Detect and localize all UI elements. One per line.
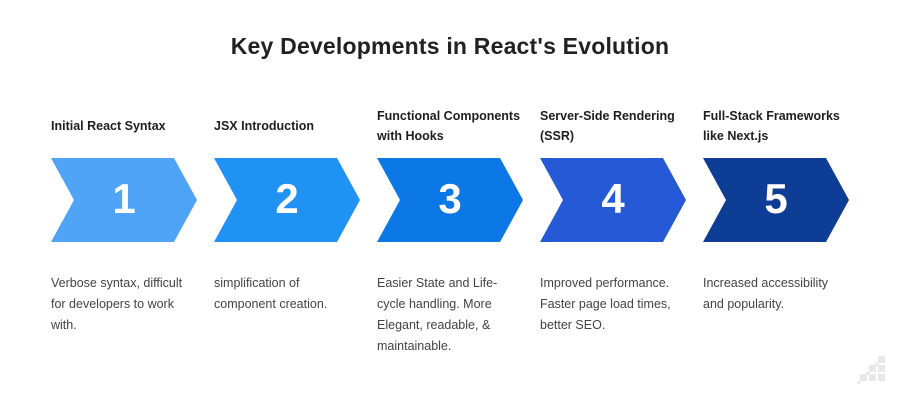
step-1-title: Initial React Syntax — [51, 119, 166, 133]
step-3-description: Easier State and Life- cycle handling. M… — [377, 276, 498, 353]
step-1-number: 1 — [112, 175, 136, 222]
step-2-chevron-arrow: 2 — [214, 158, 360, 242]
step-3-number: 3 — [438, 175, 462, 222]
step-5: Full-Stack Frameworks like Next.js 5 Inc… — [703, 100, 866, 357]
step-4-chevron-arrow: 4 — [540, 158, 686, 242]
step-4-number: 4 — [601, 175, 625, 222]
step-1: Initial React Syntax 1 Verbose syntax, d… — [51, 100, 214, 357]
steps-row: Initial React Syntax 1 Verbose syntax, d… — [51, 100, 866, 357]
pixel-stairs-logo — [857, 356, 885, 384]
step-2: JSX Introduction 2 simplification of com… — [214, 100, 377, 357]
step-4-description: Improved performance. Faster page load t… — [540, 276, 671, 332]
step-2-title: JSX Introduction — [214, 119, 314, 133]
step-5-chevron-arrow: 5 — [703, 158, 849, 242]
page-title: Key Developments in React's Evolution — [230, 33, 670, 59]
step-4: Server-Side Rendering (SSR) 4 Improved p… — [540, 100, 703, 357]
step-2-description: simplification of component creation. — [214, 276, 328, 311]
step-5-description: Increased accessibility and popularity. — [703, 276, 829, 311]
step-3-title: Functional Components with Hooks — [377, 109, 521, 143]
step-1-description: Verbose syntax, difficult for developers… — [51, 276, 183, 332]
step-3-chevron-arrow: 3 — [377, 158, 523, 242]
step-2-number: 2 — [275, 175, 299, 222]
step-4-title: Server-Side Rendering (SSR) — [540, 109, 675, 143]
step-3: Functional Components with Hooks 3 Easie… — [377, 100, 540, 357]
step-1-chevron-arrow: 1 — [51, 158, 197, 242]
step-5-title: Full-Stack Frameworks like Next.js — [703, 109, 840, 143]
step-5-number: 5 — [764, 175, 788, 222]
